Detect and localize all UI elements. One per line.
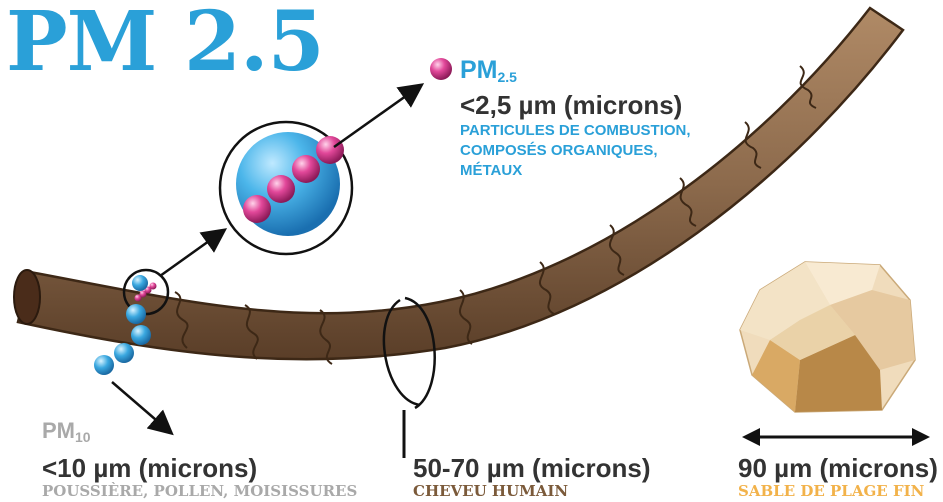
pm10-label-sub: 10 xyxy=(75,429,91,445)
page-title: PM 2.5 xyxy=(6,0,324,90)
hair-desc: CHEVEU HUMAIN xyxy=(413,482,568,500)
pm25-desc-line-1: PARTICULES DE COMBUSTION, xyxy=(460,121,691,141)
sand-size-arrow xyxy=(742,428,930,446)
pm25-particle-icon xyxy=(430,58,452,80)
hair-size: 50-70 µm (microns) xyxy=(413,453,651,484)
pm25-desc-line-3: MÉTAUX xyxy=(460,161,691,181)
pm25-desc-line-2: COMPOSÉS ORGANIQUES, xyxy=(460,141,691,161)
pm10-size: <10 µm (microns) xyxy=(42,453,257,484)
arrow-to-pm25 xyxy=(334,86,420,147)
pm25-label-sub: 2.5 xyxy=(498,69,517,85)
pm25-size: <2,5 µm (microns) xyxy=(460,90,682,121)
pm10-desc: POUSSIÈRE, POLLEN, MOISISSURES xyxy=(42,482,357,500)
sand-grain xyxy=(740,262,915,412)
sand-size: 90 µm (microns) xyxy=(738,453,938,484)
pm10-label: PM10 xyxy=(42,418,91,445)
hair-end xyxy=(14,270,40,324)
pm10-label-main: PM xyxy=(42,418,75,443)
arrow-to-pm10 xyxy=(112,382,170,432)
pm25-desc: PARTICULES DE COMBUSTION, COMPOSÉS ORGAN… xyxy=(460,121,691,181)
arrow-to-zoom xyxy=(160,231,223,276)
pm25-label: PM2.5 xyxy=(460,56,517,85)
pm25-label-main: PM xyxy=(460,56,498,84)
sand-desc: SABLE DE PLAGE FIN xyxy=(738,482,924,500)
